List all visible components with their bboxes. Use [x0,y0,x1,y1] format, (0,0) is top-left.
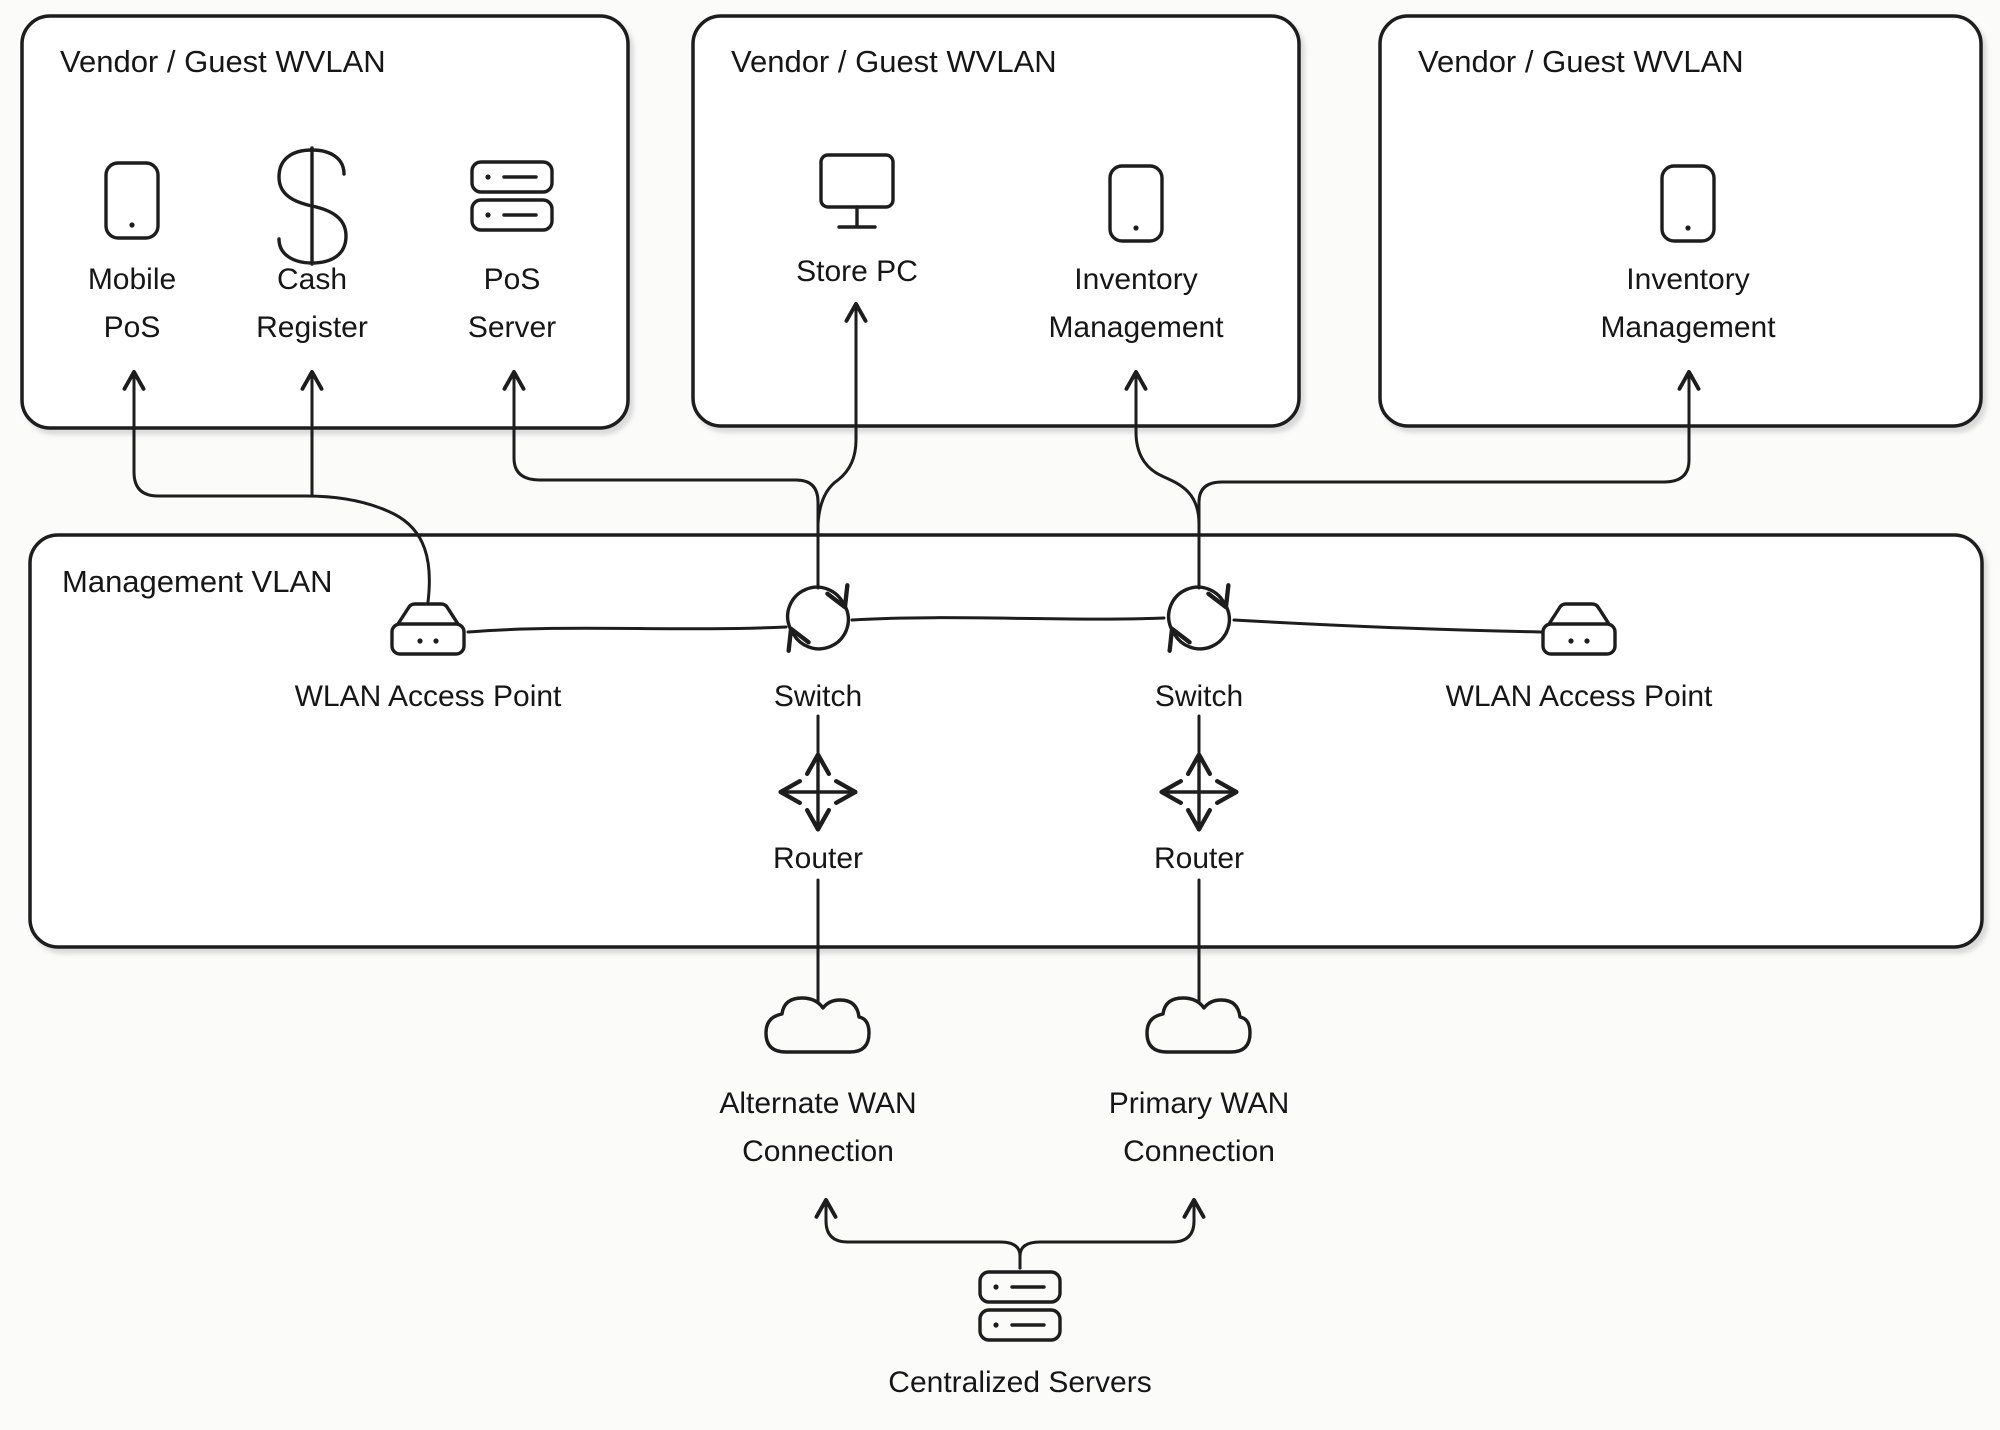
tablet-icon [1660,164,1716,243]
management-vlan-title: Management VLAN [62,564,333,599]
node-mobile-pos: Mobile PoS [88,161,176,344]
wvlan-center-group: Vendor / Guest WVLAN [691,14,1301,428]
wvlan-left-title: Vendor / Guest WVLAN [60,44,386,79]
wlan-ap-right-label: WLAN Access Point [1446,680,1713,713]
server-stack-icon [978,1270,1062,1342]
node-cash-register: Cash Register [256,146,368,344]
router-icon [1159,752,1239,832]
inventory-right-label-2: Management [1600,311,1776,344]
tablet-icon [1108,164,1164,243]
wvlan-right-group: Vendor / Guest WVLAN [1378,14,1983,428]
node-primary-wan: Primary WAN Connection [1109,996,1290,1168]
wvlan-left-group: Vendor / Guest WVLAN [20,14,630,430]
node-router-left: Router [773,752,863,875]
alternate-wan-label-2: Connection [742,1135,894,1168]
inventory-right-label-1: Inventory [1626,263,1749,296]
centralized-servers-label: Centralized Servers [888,1366,1151,1399]
connector-switch-left-to-store-pc [816,301,868,526]
pos-server-label-2: Server [468,311,556,344]
node-switch-left: Switch [774,583,862,713]
node-alternate-wan: Alternate WAN Connection [719,996,917,1168]
router-right-label: Router [1154,842,1244,875]
wvlan-left-box [20,14,630,430]
router-icon [778,752,858,832]
node-inventory-right: Inventory Management [1600,164,1776,344]
inventory-center-label-1: Inventory [1074,263,1197,296]
node-store-pc: Store PC [796,153,918,288]
node-switch-right: Switch [1155,583,1243,713]
connector-switch-right-to-inventory-right [1197,369,1701,590]
management-vlan-group: Management VLAN [28,533,1984,949]
connector-switch-left-switch-right [850,616,1166,622]
connector-switch-left-to-pos-server [502,369,820,590]
mobile-pos-label-1: Mobile [88,263,176,296]
node-router-right: Router [1154,752,1244,875]
cash-register-label-2: Register [256,311,368,344]
inventory-center-label-2: Management [1048,311,1224,344]
node-pos-server: PoS Server [468,160,556,344]
connector-switch-right-ap-right [1232,618,1543,634]
wlan-ap-left-label: WLAN Access Point [295,680,562,713]
cash-register-label-1: Cash [277,263,347,296]
node-inventory-center: Inventory Management [1048,164,1224,344]
primary-wan-label-1: Primary WAN [1109,1087,1290,1120]
cloud-icon [764,996,871,1054]
wvlan-right-box [1378,14,1983,428]
monitor-icon [819,153,895,229]
connector-ap-left-to-mobile-pos [122,369,431,604]
connector-servers-to-alt-wan [814,1197,1022,1270]
connector-servers-to-primary-wan [1018,1197,1206,1270]
connectors [122,301,1701,1270]
connector-switch-right-to-inventory-center [1124,369,1201,526]
wvlan-right-title: Vendor / Guest WVLAN [1418,44,1744,79]
primary-wan-label-2: Connection [1123,1135,1275,1168]
node-centralized-servers: Centralized Servers [888,1270,1152,1399]
switch-right-label: Switch [1155,680,1243,713]
alternate-wan-label-1: Alternate WAN [719,1087,916,1120]
dollar-icon [277,146,348,266]
router-left-label: Router [773,842,863,875]
switch-left-label: Switch [774,680,862,713]
node-wlan-ap-left: WLAN Access Point [295,602,562,713]
cloud-icon [1145,996,1252,1054]
server-icon [470,160,554,232]
switch-icon [1166,583,1232,653]
switch-icon [785,583,851,653]
connector-ap-left-switch-left [466,625,788,634]
node-wlan-ap-right: WLAN Access Point [1446,602,1713,713]
access-point-icon [1541,602,1617,656]
mobile-pos-label-2: PoS [104,311,161,344]
tablet-icon [104,161,160,240]
pos-server-label-1: PoS [484,263,541,296]
wvlan-center-box [691,14,1301,428]
wvlan-center-title: Vendor / Guest WVLAN [731,44,1057,79]
store-pc-label: Store PC [796,255,918,288]
access-point-icon [390,602,466,656]
management-vlan-box [28,533,1984,949]
